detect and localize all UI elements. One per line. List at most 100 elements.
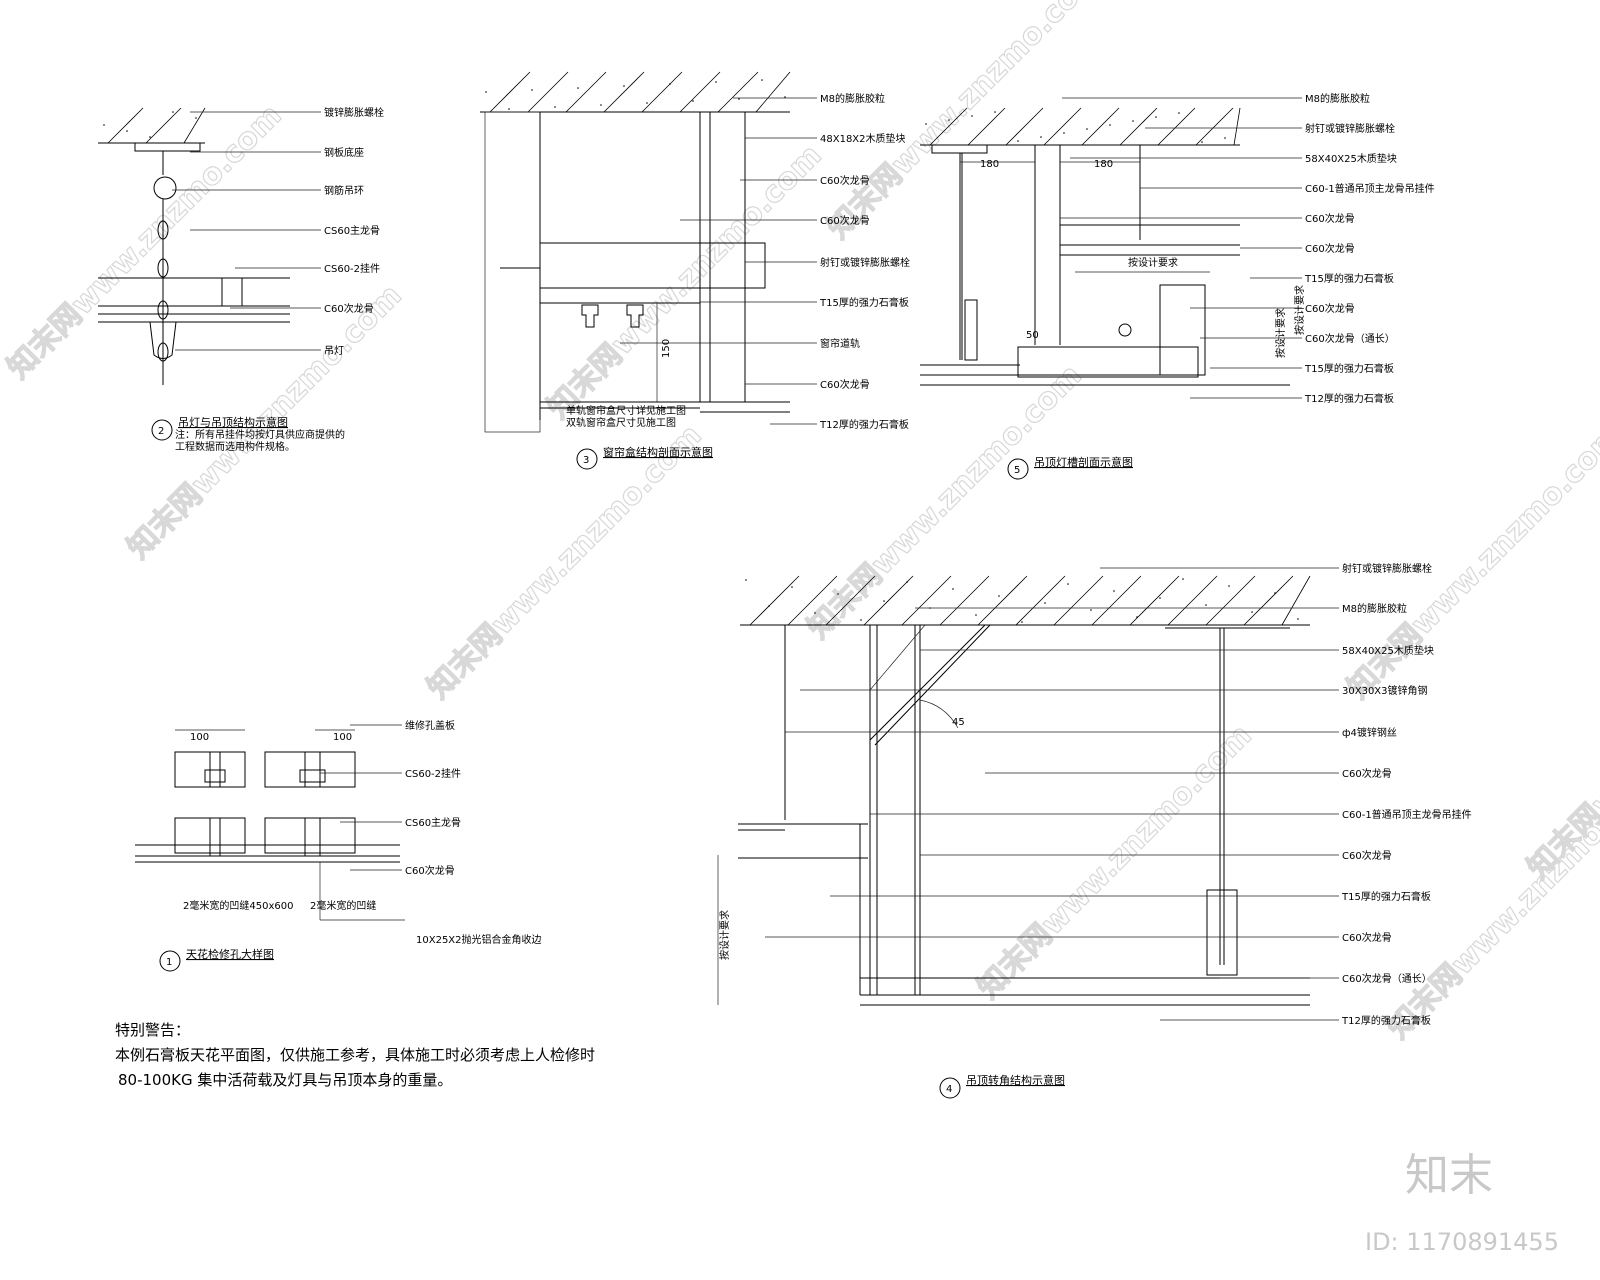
concrete-dot (1201, 141, 1203, 143)
detail-4-number-circle (939, 1077, 961, 1099)
slab-hatch (1167, 575, 1218, 626)
detail-4-callout: T15厚的强力石膏板 (830, 890, 1431, 903)
concrete-dot (485, 91, 487, 93)
callout-label: 射钉或镀锌膨胀螺栓 (820, 256, 910, 269)
concrete-dot (860, 619, 862, 621)
detail-5-callout: C60次龙骨（通长） (1200, 332, 1395, 345)
horizontal-keel (539, 242, 766, 289)
concrete-dot (1205, 604, 1207, 606)
cs60-2-hanger (204, 769, 226, 783)
detail-3-callout: 射钉或镀锌膨胀螺栓 (745, 256, 910, 269)
angle-arc (919, 699, 959, 729)
detail-4-callout: C60次龙骨 (985, 767, 1392, 780)
concrete-dot (906, 581, 908, 583)
slab-hatch (1281, 575, 1311, 626)
concrete-dot (1044, 602, 1046, 604)
detail-2-note-line-1: 注：所有吊挂件均按灯具供应商提供的 (175, 428, 345, 441)
slab-hatch (1091, 575, 1142, 626)
concrete-dot (883, 600, 885, 602)
slab-hatch (641, 71, 683, 113)
concrete-dot (994, 111, 996, 113)
concrete-dot (814, 612, 816, 614)
detail-5-callout: T15厚的强力石膏板 (1210, 362, 1394, 375)
callout-label: 钢筋吊环 (324, 184, 364, 197)
slab-hatch (1081, 107, 1120, 146)
concrete-dot (791, 586, 793, 588)
detail-4-title-text: 吊顶转角结构示意图 (966, 1073, 1065, 1087)
concrete-dot (1090, 609, 1092, 611)
slab-hatch (901, 575, 952, 626)
concrete-dot (761, 79, 763, 81)
chain-link (157, 258, 169, 278)
watermark-id: ID: 1170891455 (1365, 1228, 1559, 1256)
pendant-lamp (149, 321, 177, 359)
slab-hatch (565, 71, 607, 113)
callout-label: C60次龙骨 (1305, 302, 1355, 315)
slab-hatch (1243, 575, 1294, 626)
callout-label: C60次龙骨 (820, 378, 870, 391)
watermark-text: 知末网www.znzmo.com (541, 138, 829, 426)
detail-1-gap-left: 2毫米宽的凹缝450x600 (183, 899, 293, 912)
lamp-box (1017, 346, 1199, 378)
concrete-dot (1297, 618, 1299, 620)
callout-label: CS60-2挂件 (405, 767, 461, 780)
detail-4-callout: T12厚的强力石膏板 (1160, 1014, 1431, 1027)
slab-hatch (489, 71, 531, 113)
slab-hatch (967, 107, 1006, 146)
callout-label: 吊灯 (324, 345, 344, 357)
main-keel-stem (209, 817, 221, 857)
callout-label: C60次龙骨 (820, 214, 870, 227)
concrete-dot (669, 83, 671, 85)
detail-3-title-text: 窗帘盒结构剖面示意图 (603, 445, 713, 459)
concrete-dot (1155, 116, 1157, 118)
detail-2-ceiling-slab (98, 107, 206, 144)
angle-brace-2 (874, 624, 991, 746)
detail-4-callout: 30X30X3镀锌角钢 (800, 684, 1428, 697)
concrete-dot (1136, 616, 1138, 618)
detail-3-ceiling-slab (480, 71, 791, 113)
detail-4-angle: 45 (952, 717, 965, 728)
concrete-dot (1113, 590, 1115, 592)
detail-1-callout: CS60主龙骨 (340, 816, 461, 829)
watermark-text: 知末网www.znzmo.com (1521, 598, 1600, 886)
concrete-dot (531, 89, 533, 91)
watermark-logo: 知末 (1405, 1150, 1493, 1201)
detail-1-title: 1 天花检修孔大样图 (159, 947, 274, 972)
curtain-rail (581, 304, 599, 328)
slab-hatch (107, 107, 144, 144)
slab-hatch (825, 575, 876, 626)
angle-brace-dash (869, 624, 926, 691)
concrete-dot (554, 106, 556, 108)
detail-4-callout: ф4镀锌钢丝 (785, 726, 1397, 739)
concrete-dot (1182, 578, 1184, 580)
drawing-geometry (98, 71, 1311, 1006)
concrete-dot (952, 588, 954, 590)
concrete-dot (745, 579, 747, 581)
callout-label: 镀锌膨胀螺栓 (324, 106, 384, 119)
concrete-dot (837, 593, 839, 595)
callout-label: C60-1普通吊顶主龙骨吊挂件 (1342, 808, 1472, 821)
detail-3-dim-single: 单轨窗帘盒尺寸详见施工图 (566, 404, 686, 417)
detail-1-callout: CS60-2挂件 (320, 767, 461, 780)
callout-label: T12厚的强力石膏板 (1304, 392, 1394, 405)
callout-label: C60次龙骨 (1305, 242, 1355, 255)
detail-5-callout: T12厚的强力石膏板 (1190, 392, 1394, 405)
concrete-dot (738, 98, 740, 100)
slab-hatch (1119, 107, 1158, 146)
detail-2-number: 2 (158, 426, 164, 437)
callout-label: C60次龙骨 (1342, 931, 1392, 944)
concrete-dot (195, 117, 197, 119)
warning-line-2: 80-100KG 集中活荷载及灯具与吊顶本身的重量。 (118, 1071, 452, 1089)
concrete-dot (103, 124, 105, 126)
detail-5-dim-design: 按设计要求 (1128, 256, 1178, 269)
detail-5-callout: T15厚的强力石膏板 (1250, 272, 1394, 285)
cs60-2-hanger (299, 769, 326, 783)
special-warning: 特别警告： 本例石膏板天花平面图，仅供施工参考，具体施工时必须考虑上人检修时 8… (115, 1021, 595, 1089)
detail-4-callout: 射钉或镀锌膨胀螺栓 (1100, 562, 1432, 575)
slab-hatch (929, 107, 968, 146)
detail-3-callout: T12厚的强力石膏板 (770, 418, 909, 431)
annotation-layer: 镀锌膨胀螺栓钢板底座钢筋吊环CS60主龙骨CS60-2挂件C60次龙骨吊灯M8的… (172, 92, 1472, 1027)
wall-section (484, 111, 541, 433)
detail-2-callout: CS60主龙骨 (190, 224, 380, 237)
slab-hatch (1205, 575, 1256, 626)
